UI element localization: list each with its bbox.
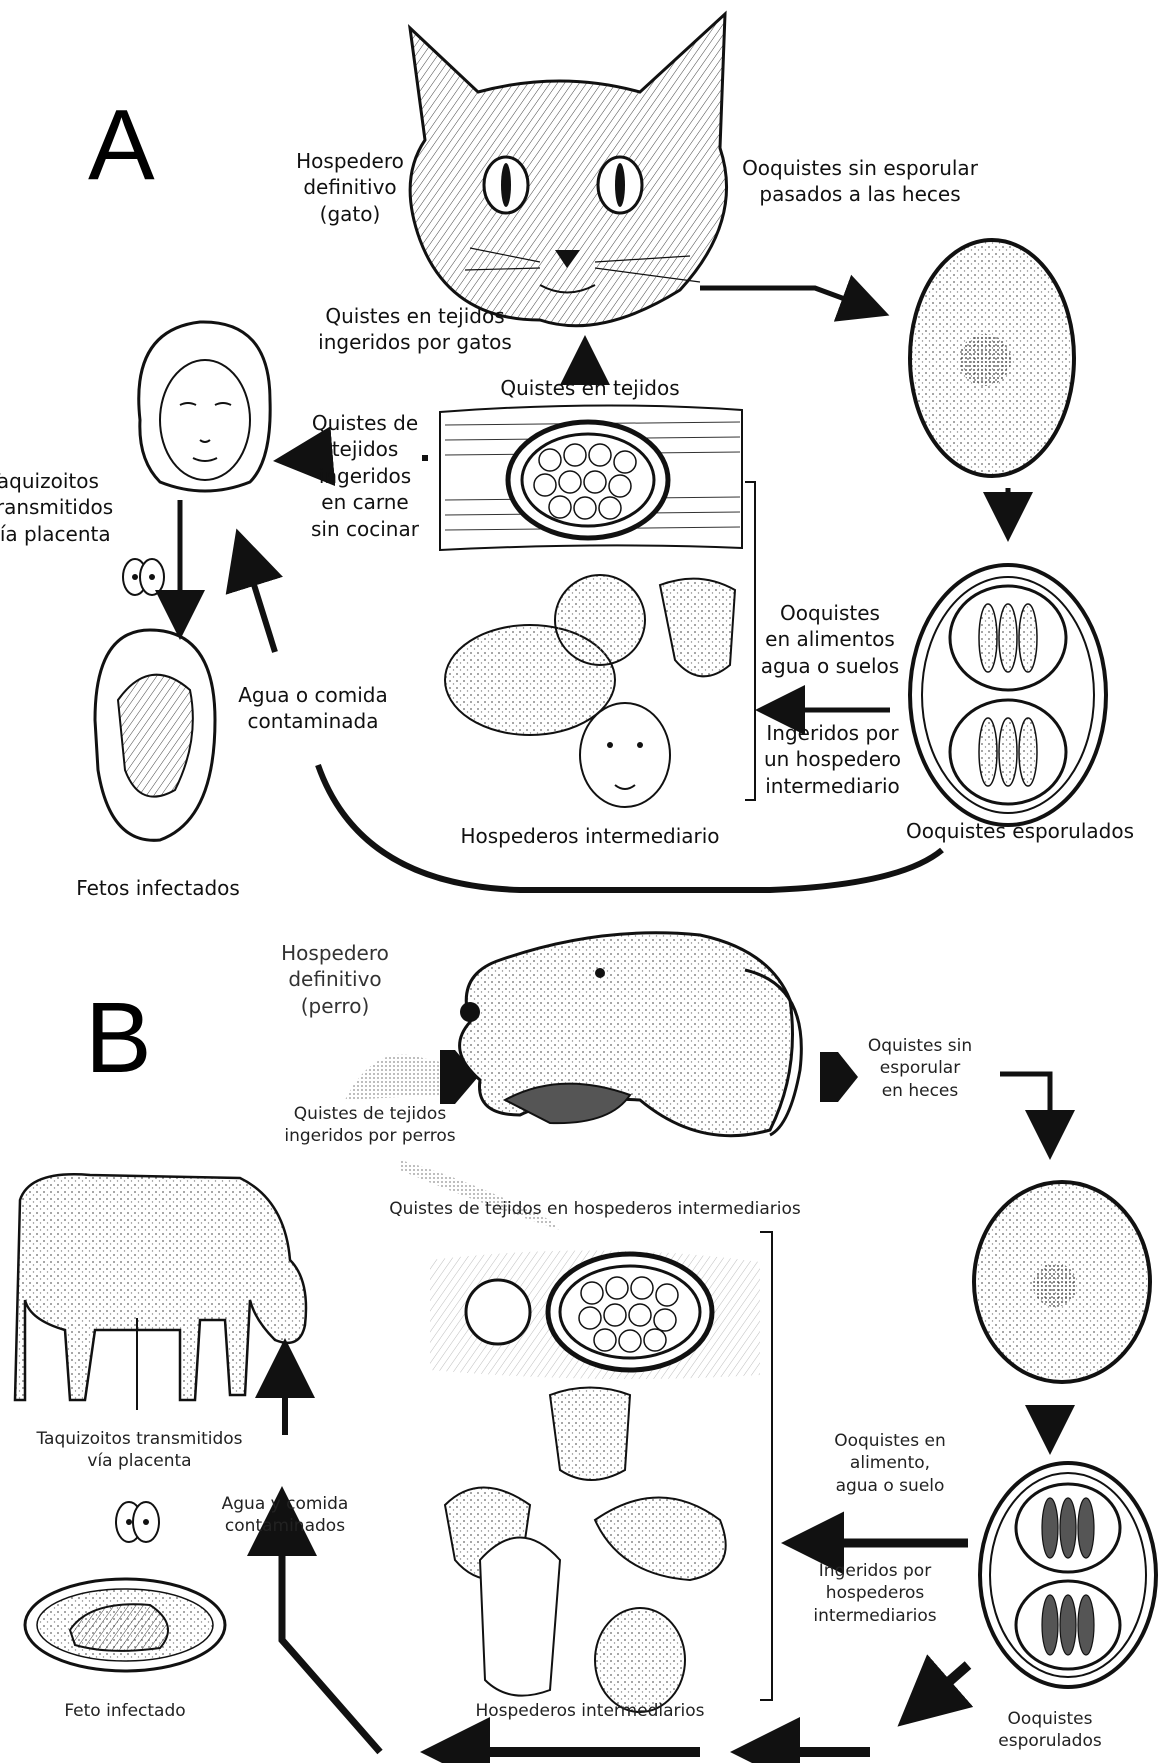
label-line: definitivo — [255, 966, 415, 992]
label-line: Taquizoitos — [0, 468, 138, 494]
unsporulated-oocyst-b — [974, 1182, 1150, 1382]
label-line: en carne — [300, 489, 430, 515]
label-line: pasados a las heces — [715, 181, 1005, 207]
label-line: ingeridos por gatos — [305, 329, 525, 355]
sporulated-oocyst-b — [980, 1463, 1156, 1687]
label-line: agua o suelos — [755, 653, 905, 679]
label-tachyzoites-b: Taquizoitos transmitidos vía placenta — [12, 1428, 267, 1473]
label-line: sin cocinar — [300, 516, 430, 542]
label-line: definitivo — [270, 174, 430, 200]
label-intermediate-hosts-b: Hospederos intermediarios — [450, 1700, 730, 1722]
label-line: Ingeridos por — [800, 1560, 950, 1582]
label-line: contaminada — [228, 708, 398, 734]
label-cysts-eaten-by-cats: Quistes en tejidos ingeridos por gatos — [305, 303, 525, 356]
label-line: Agua y comida — [205, 1493, 365, 1515]
label-line: Oquistes sin — [850, 1035, 990, 1057]
label-line: esporular — [850, 1057, 990, 1079]
label-line: Quistes en tejidos — [305, 303, 525, 329]
label-ingested-by-intermediate-a: Ingeridos por un hospedero intermediario — [755, 720, 910, 799]
label-line: en heces — [850, 1080, 990, 1102]
cow-illustration — [15, 1174, 306, 1410]
label-line: Ooquistes — [755, 600, 905, 626]
label-line: (gato) — [270, 201, 430, 227]
label-line: transmitidos — [0, 494, 138, 520]
label-cysts-eaten-by-dogs: Quistes de tejidos ingeridos por perros — [270, 1103, 470, 1148]
label-contaminated-water-food-b: Agua y comida contaminados — [205, 1493, 365, 1538]
label-line: esporulados — [985, 1730, 1115, 1752]
label-line: un hospedero — [755, 746, 910, 772]
label-line: Hospedero — [255, 940, 415, 966]
fetus-illustration-a — [95, 630, 215, 840]
label-infected-fetuses: Fetos infectados — [58, 875, 258, 901]
label-sporulated-oocysts-b: Ooquistes esporulados — [985, 1708, 1115, 1753]
label-line: Hospedero — [270, 148, 430, 174]
label-line: Ingeridos por — [755, 720, 910, 746]
intermediate-hosts-illustration-a — [445, 575, 735, 807]
label-line: alimento, — [815, 1452, 965, 1474]
label-line: intermediario — [755, 773, 910, 799]
label-line: hospederos — [800, 1582, 950, 1604]
label-line: (perro) — [255, 993, 415, 1019]
label-line: tejidos — [300, 436, 430, 462]
label-tachyzoites-a: Taquizoitos transmitidos vía placenta — [0, 468, 138, 547]
woman-illustration — [139, 322, 270, 491]
label-line: vía placenta — [0, 521, 138, 547]
label-tissue-cysts-intermediate-b: Quistes de tejidos en hospederos interme… — [340, 1198, 850, 1220]
label-line: vía placenta — [12, 1450, 267, 1472]
label-line: Quistes de tejidos — [270, 1103, 470, 1125]
label-sporulated-oocysts-a: Ooquistes esporulados — [895, 818, 1145, 844]
tissue-cysts-illustration-b — [430, 1250, 760, 1379]
label-line: contaminados — [205, 1515, 365, 1537]
label-line: Quistes de — [300, 410, 430, 436]
label-line: ingeridos por perros — [270, 1125, 470, 1147]
label-definitive-host-cat: Hospedero definitivo (gato) — [270, 148, 430, 227]
sporulated-oocyst-a — [910, 565, 1106, 825]
muscle-tissue-cyst-a — [440, 405, 742, 550]
label-line: Agua o comida — [228, 682, 398, 708]
tachyzoites-icon-b — [116, 1502, 159, 1542]
panel-a-letter: A — [88, 95, 155, 195]
label-line: ingeridos — [300, 463, 430, 489]
label-cysts-in-raw-meat: Quistes de tejidos ingeridos en carne si… — [300, 410, 430, 542]
unsporulated-oocyst-a — [910, 240, 1074, 476]
label-unsporulated-oocysts-a: Ooquistes sin esporular pasados a las he… — [715, 155, 1005, 208]
label-unsporulated-oocysts-b: Oquistes sin esporular en heces — [850, 1035, 990, 1102]
label-oocysts-in-food-a: Ooquistes en alimentos agua o suelos — [755, 600, 905, 679]
fetus-illustration-b — [25, 1579, 225, 1671]
label-infected-fetus-b: Feto infectado — [45, 1700, 205, 1722]
label-line: en alimentos — [755, 626, 905, 652]
label-line: intermediarios — [800, 1605, 950, 1627]
label-line: Ooquistes en — [815, 1430, 965, 1452]
label-tissue-cysts-a: Quistes en tejidos — [480, 375, 700, 401]
label-contaminated-water-food-a: Agua o comida contaminada — [228, 682, 398, 735]
tachyzoites-icon-a — [123, 559, 164, 595]
label-line: Ooquistes — [985, 1708, 1115, 1730]
label-oocysts-in-food-b: Ooquistes en alimento, agua o suelo — [815, 1430, 965, 1497]
cat-illustration — [410, 14, 727, 326]
label-line: Taquizoitos transmitidos — [12, 1428, 267, 1450]
panel-b-letter: B — [85, 988, 152, 1088]
intermediate-hosts-illustration-b — [445, 1388, 726, 1713]
label-definitive-host-dog: Hospedero definitivo (perro) — [255, 940, 415, 1019]
label-line: agua o suelo — [815, 1475, 965, 1497]
label-ingested-by-intermediates-b: Ingeridos por hospederos intermediarios — [800, 1560, 950, 1627]
label-line: Ooquistes sin esporular — [715, 155, 1005, 181]
label-intermediate-hosts-a: Hospederos intermediario — [440, 823, 740, 849]
dog-illustration — [460, 933, 802, 1136]
